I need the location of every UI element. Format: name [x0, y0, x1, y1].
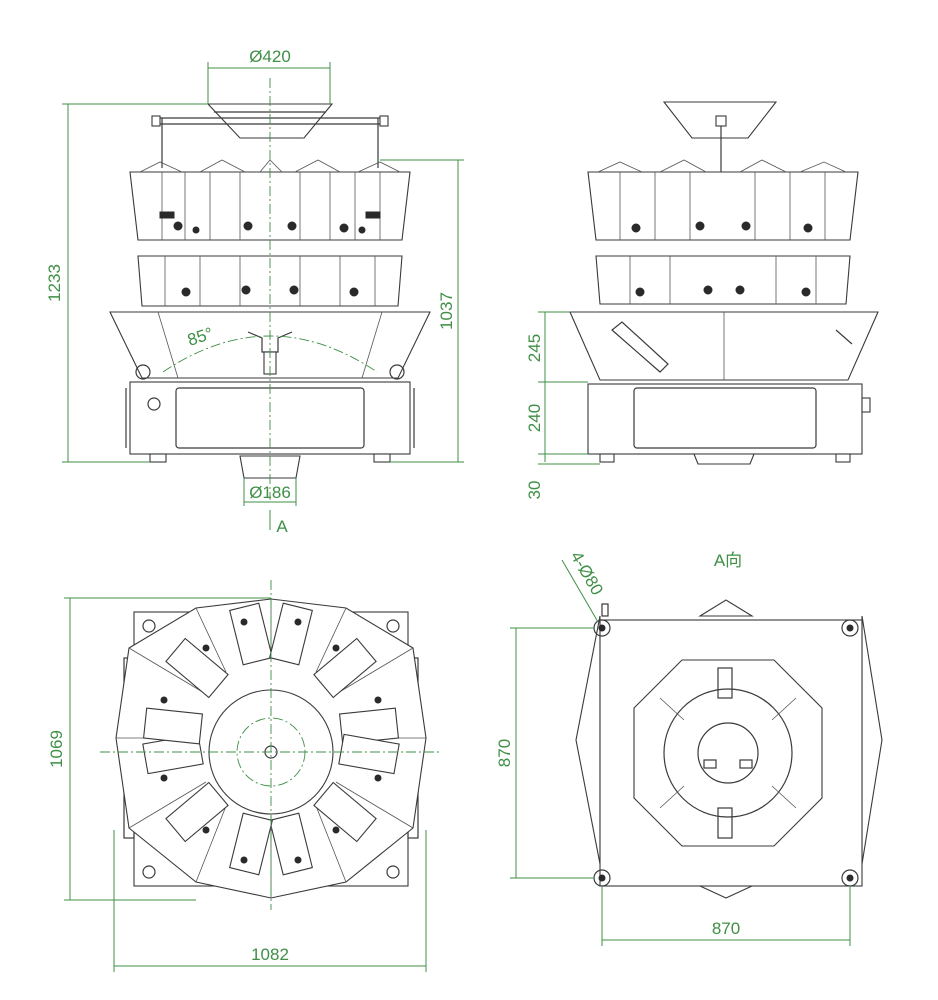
side-view — [569, 101, 879, 465]
front-view — [109, 78, 431, 500]
label-base-depth: 870 — [495, 739, 514, 767]
label-outlet-diameter: Ø186 — [249, 483, 291, 502]
label-plan-depth: 1069 — [47, 730, 66, 768]
label-hopper-diameter: Ø420 — [249, 47, 291, 66]
label-total-height: 1233 — [45, 264, 64, 302]
label-view-marker: A — [276, 517, 288, 536]
dimension-labels: Ø420 1233 1037 85° Ø186 A 245 240 30 4-Ø… — [45, 47, 742, 964]
label-view-title: A向 — [714, 551, 742, 570]
top-view — [100, 580, 442, 910]
label-cone-height: 245 — [525, 334, 544, 362]
label-plan-width: 1082 — [251, 945, 289, 964]
label-base-height: 240 — [525, 404, 544, 432]
base-view-a — [575, 599, 883, 899]
label-base-width: 870 — [712, 919, 740, 938]
label-bolt-holes: 4-Ø80 — [567, 548, 607, 598]
label-foot-height: 30 — [525, 481, 544, 500]
dimension-lines — [62, 62, 851, 972]
label-body-height: 1037 — [437, 292, 456, 330]
